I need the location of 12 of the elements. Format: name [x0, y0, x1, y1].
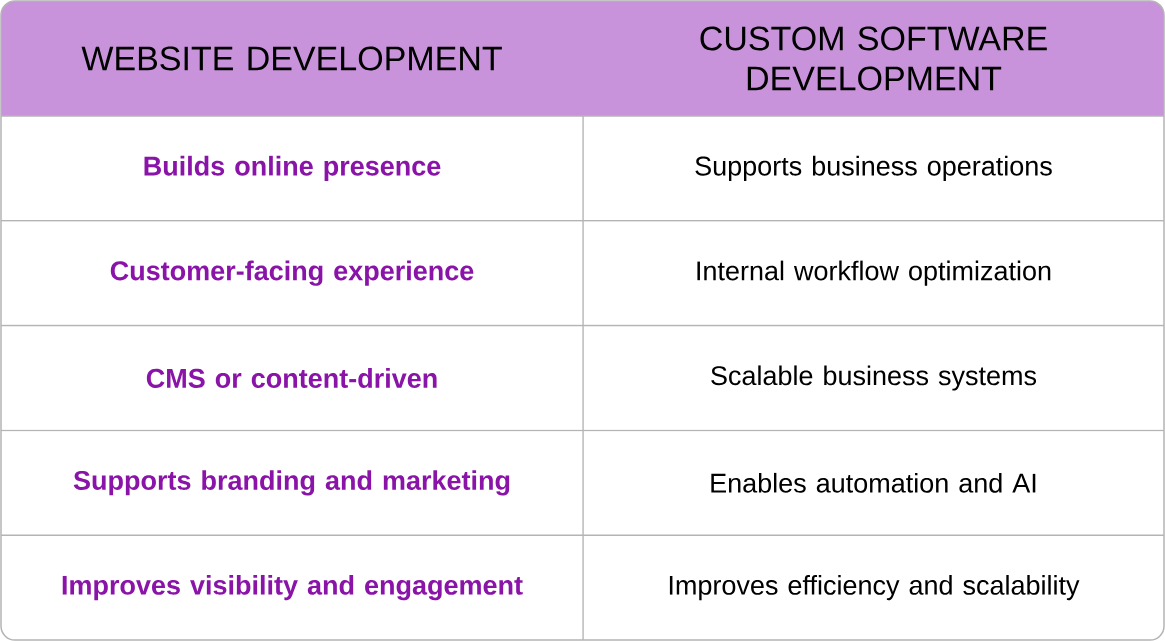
table-cell: Improves visibility and engagement: [62, 574, 523, 601]
header-cell: CUSTOM SOFTWARE DEVELOPMENT: [700, 26, 1047, 91]
table-cell: Builds online presence: [144, 155, 441, 181]
table-cell: Scalable business systems: [711, 365, 1037, 391]
table-cell: Supports branding and marketing: [73, 470, 510, 496]
table-cell: Enables automation and AI: [711, 472, 1036, 493]
header-cell: WEBSITE DEVELOPMENT: [81, 46, 502, 71]
table-cell: Internal workflow optimization: [697, 260, 1051, 286]
table-cell: Improves efficiency and scalability: [669, 575, 1080, 601]
table-cell: Supports business operations: [695, 155, 1052, 181]
table-cell: Customer-facing experience: [110, 260, 474, 286]
table-cell: CMS or content-driven: [146, 368, 437, 388]
